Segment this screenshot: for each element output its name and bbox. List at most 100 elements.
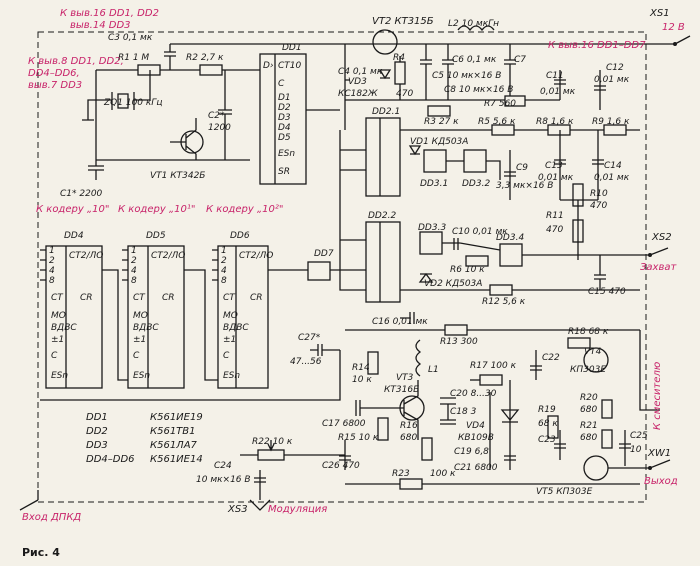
- output-label: Выход: [644, 476, 678, 487]
- capture-label: Захват: [640, 262, 677, 273]
- svg-text:C22: C22: [542, 353, 560, 363]
- svg-text:R12 5,6 к: R12 5,6 к: [482, 297, 526, 307]
- c24-capacitor: [254, 470, 266, 500]
- svg-text:R15 10 к: R15 10 к: [338, 433, 379, 443]
- dd5-counter: [127, 245, 185, 389]
- c10-capacitor: [442, 238, 501, 251]
- dd3-1-gate: [423, 149, 447, 173]
- dd6-counter: [217, 245, 269, 389]
- label-to-dd1-dd2: К выв.16 DD1, DD2: [60, 8, 159, 19]
- svg-text:10 к: 10 к: [352, 375, 372, 385]
- svg-text:R3 27 к: R3 27 к: [424, 117, 459, 127]
- svg-text:R8 1,6 к: R8 1,6 к: [536, 117, 574, 127]
- c9-capacitor: [504, 150, 516, 200]
- r5-resistor: [491, 124, 515, 136]
- svg-text:R4: R4: [393, 53, 405, 63]
- parts-list-type: К561ТВ1: [150, 426, 196, 437]
- svg-text:C14: C14: [604, 161, 622, 171]
- svg-text:VT2 КТ315Б: VT2 КТ315Б: [372, 16, 434, 27]
- parts-list-type: К561ИЕ14: [150, 454, 203, 465]
- dd1-label: DD1: [282, 43, 302, 53]
- c5-capacitor: [420, 44, 432, 100]
- xs1-label: XS1: [649, 8, 670, 19]
- svg-text:DD6: DD6: [230, 231, 250, 241]
- counter-pin-label: CT: [133, 293, 146, 303]
- svg-text:C3 0,1 мк: C3 0,1 мк: [108, 33, 153, 43]
- svg-text:C6 0,1 мк: C6 0,1 мк: [452, 55, 497, 65]
- counter-pin-label: C: [223, 351, 230, 361]
- counter-pin-label: MO: [223, 311, 238, 321]
- svg-text:D2: D2: [278, 103, 291, 113]
- counter-pin-label: ESn: [133, 371, 150, 381]
- counter-pin-labels: 1248CTMOBДВС±1CESnCT2/ЛОCR1248CTMOBДВС±1…: [49, 246, 273, 381]
- r21-resistor: [601, 429, 613, 449]
- c12-capacitor: [594, 70, 606, 110]
- svg-text:R20: R20: [580, 393, 598, 403]
- svg-text:D5: D5: [278, 133, 291, 143]
- r4-resistor: [394, 61, 406, 85]
- c27-capacitor: [40, 344, 341, 401]
- svg-text:C1* 2200: C1* 2200: [60, 189, 103, 199]
- r19-resistor: [547, 415, 559, 439]
- dd3-4-gate: [499, 243, 523, 267]
- svg-text:R7 560: R7 560: [484, 99, 516, 109]
- r20-resistor: [601, 399, 613, 419]
- svg-text:R23: R23: [392, 469, 410, 479]
- svg-text:VT4: VT4: [584, 347, 602, 357]
- svg-text:DD3.2: DD3.2: [462, 179, 490, 189]
- svg-text:R21: R21: [580, 421, 598, 431]
- c22-capacitor: [530, 350, 542, 380]
- svg-text:DD2.2: DD2.2: [368, 211, 396, 221]
- counter-pin-label: ±1: [51, 335, 64, 345]
- dd3-3-gate: [419, 231, 443, 255]
- counter-cr-label: CR: [162, 293, 175, 303]
- svg-text:C23: C23: [538, 435, 556, 445]
- c6-capacitor: [442, 44, 454, 100]
- vt4-fet: [583, 347, 609, 373]
- svg-text:C16 0,01 мк: C16 0,01 мк: [372, 317, 428, 327]
- counter-pin-label: 2: [49, 256, 55, 266]
- svg-text:C19 6,8: C19 6,8: [454, 447, 489, 457]
- parts-list-type: К561ЛА7: [150, 440, 198, 451]
- label-to-dd1-dd2-b: К выв.8 DD1, DD2,: [28, 56, 124, 67]
- svg-text:R6 10 к: R6 10 к: [450, 265, 485, 275]
- r16-resistor: [421, 437, 433, 461]
- counter-pin-label: 2: [221, 256, 227, 266]
- counter-pin-label: CT: [223, 293, 236, 303]
- svg-text:R5 5,6 к: R5 5,6 к: [478, 117, 516, 127]
- osc-wire-2: [95, 70, 250, 161]
- mixer-label: К смесителю: [652, 362, 663, 430]
- svg-text:D4: D4: [278, 123, 291, 133]
- svg-text:ZQ1 100 кГц: ZQ1 100 кГц: [103, 98, 162, 108]
- svg-text:C26 470: C26 470: [322, 461, 360, 471]
- svg-text:L2 10 мкГн: L2 10 мкГн: [448, 19, 499, 29]
- r23-resistor: [399, 478, 423, 490]
- svg-text:DD3.4: DD3.4: [496, 233, 524, 243]
- input-dpkd-label: Вход ДПКД: [22, 512, 81, 523]
- svg-text:ESn: ESn: [278, 149, 295, 159]
- xs2-label: XS2: [651, 232, 672, 243]
- label-to-dd1-dd7: К выв.16 DD1–DD7: [548, 40, 646, 51]
- svg-text:DD7: DD7: [314, 249, 334, 259]
- counter-pin-label: ESn: [51, 371, 68, 381]
- svg-text:C21 6800: C21 6800: [454, 463, 498, 473]
- c13-capacitor: [554, 130, 566, 200]
- board-outline: [37, 31, 647, 503]
- l1-inductor: [415, 339, 422, 377]
- l2-inductor: [457, 25, 495, 32]
- svg-text:КС182Ж: КС182Ж: [338, 89, 378, 99]
- svg-text:C10 0,01 мк: C10 0,01 мк: [452, 227, 508, 237]
- svg-text:C17 6800: C17 6800: [322, 419, 366, 429]
- counter-pin-label: 8: [221, 276, 227, 286]
- r13-resistor: [444, 324, 468, 336]
- svg-text:47...56: 47...56: [290, 357, 322, 367]
- svg-text:DD3.3: DD3.3: [418, 223, 446, 233]
- svg-text:R19: R19: [538, 405, 556, 415]
- r15-resistor: [377, 417, 389, 441]
- r2-resistor: [199, 64, 223, 76]
- vt5-fet: [583, 455, 609, 481]
- ground-symbol: [82, 99, 96, 121]
- c7-capacitor: [504, 44, 516, 100]
- r14-resistor: [367, 351, 379, 375]
